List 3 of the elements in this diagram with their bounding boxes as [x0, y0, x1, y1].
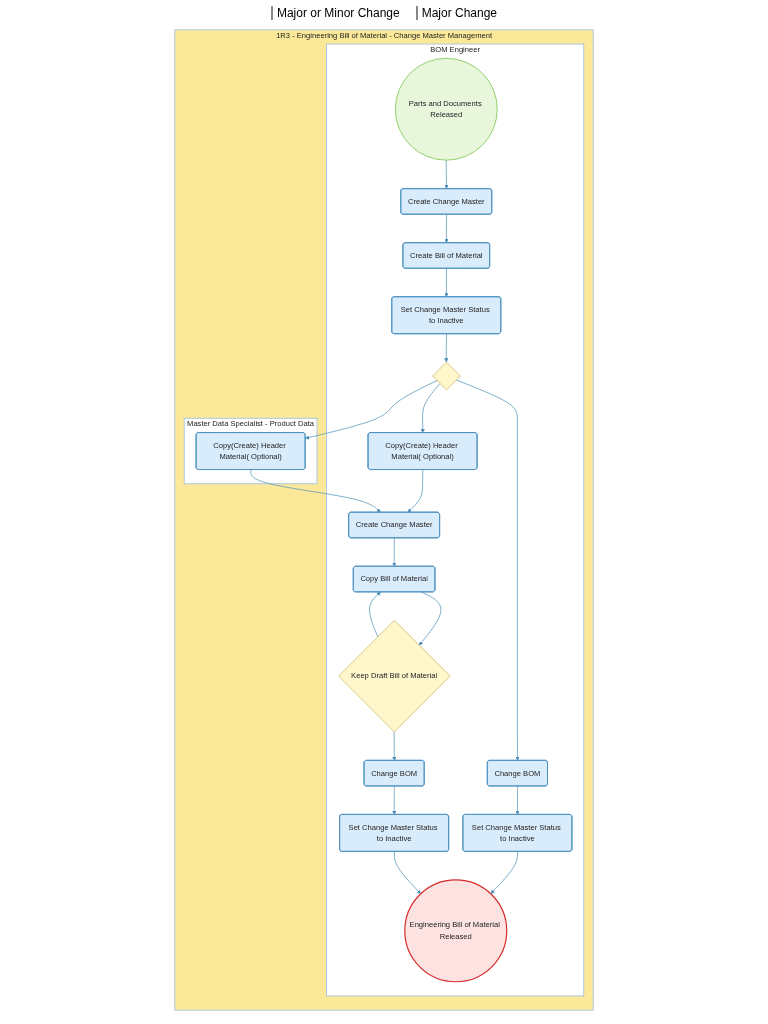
annotation-text: Major Change: [415, 6, 498, 20]
annotation-text: Major or Minor Change: [270, 6, 400, 20]
node-diamond: [432, 361, 461, 391]
